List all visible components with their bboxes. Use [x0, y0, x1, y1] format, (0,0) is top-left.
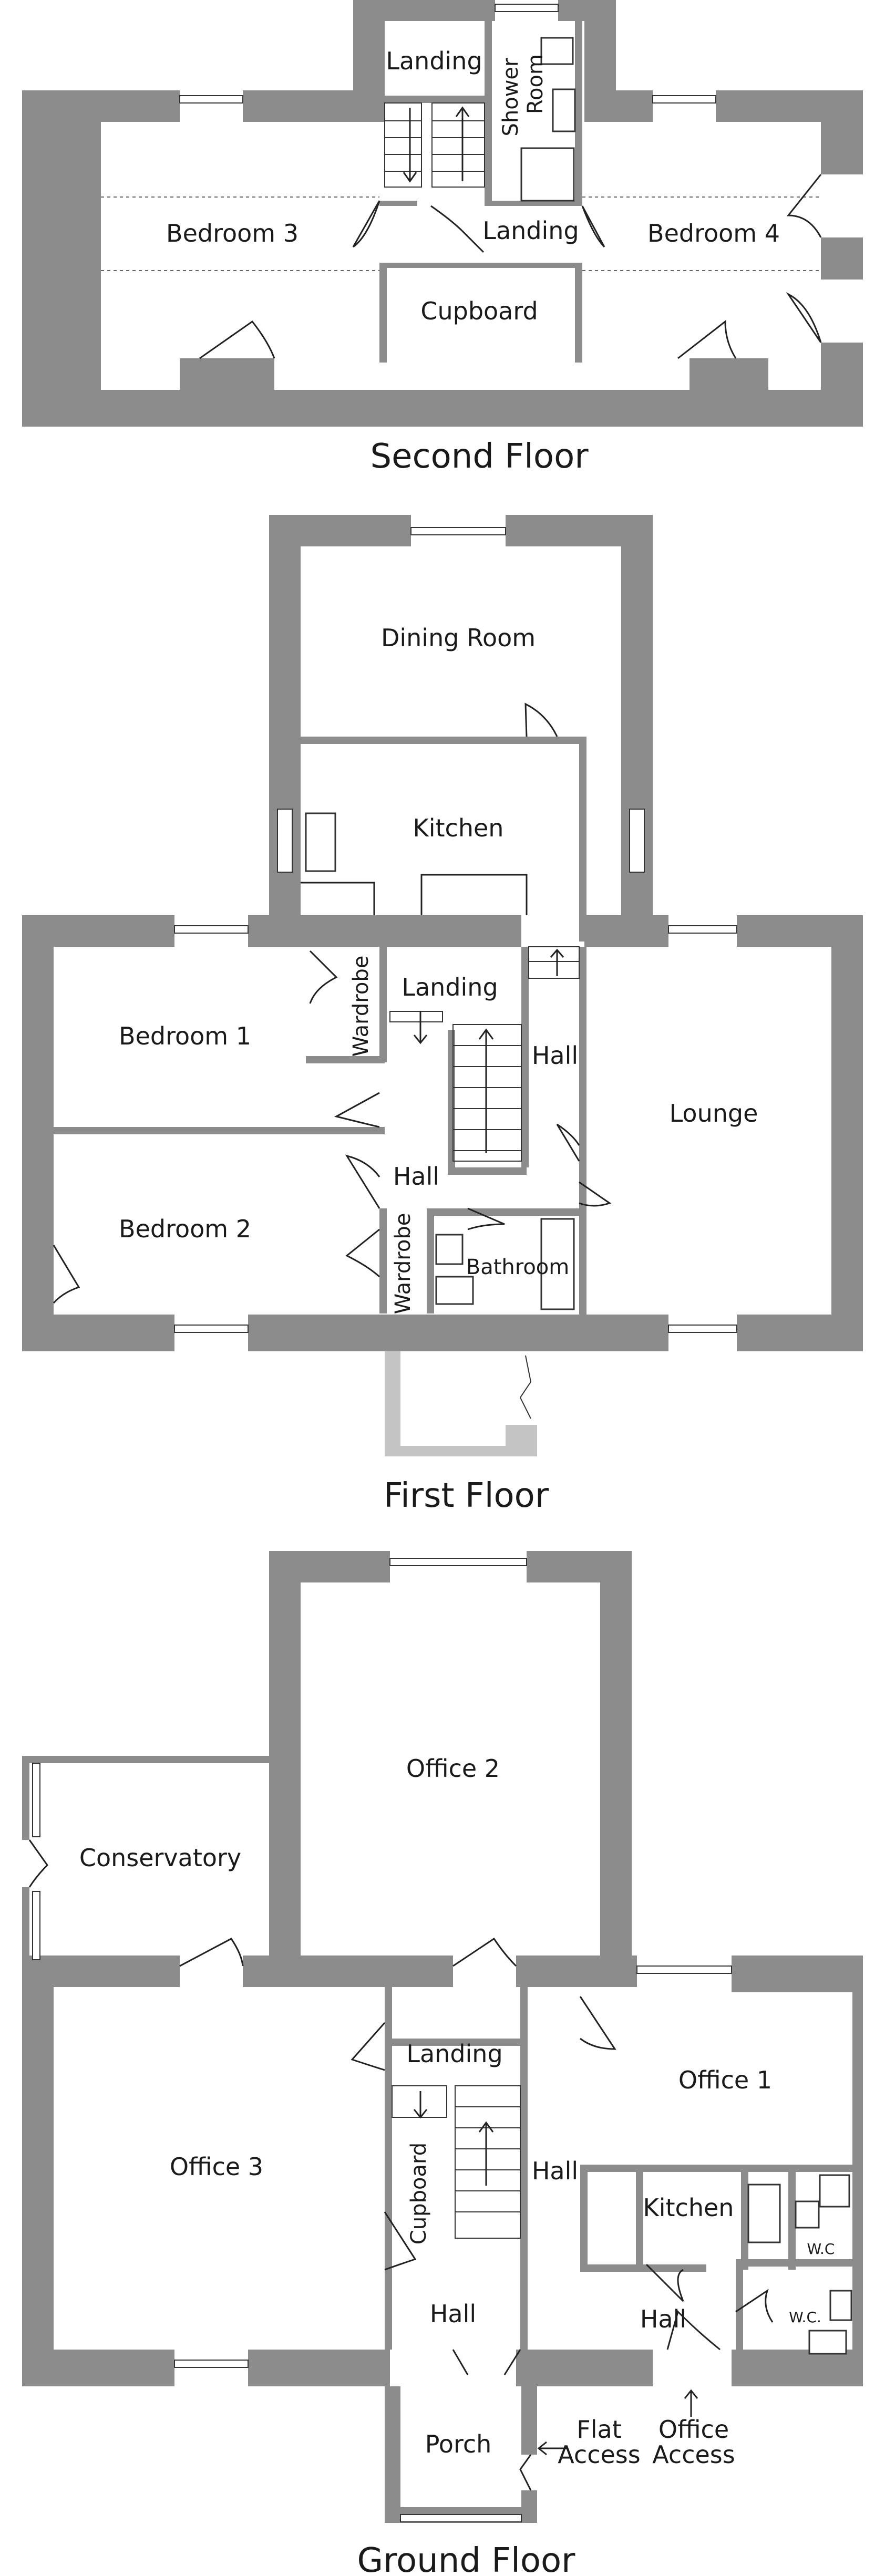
stairs [392, 2085, 521, 2239]
second-floor-walls [22, 0, 863, 427]
basin-fixture [435, 1234, 464, 1265]
room-label-conservatory: Conservatory [79, 1844, 241, 1872]
sink-fixture [747, 2184, 781, 2243]
window [400, 2514, 522, 2522]
room-label-hall-1: Hall [532, 2157, 578, 2185]
ground-floor-plan: Office 2 Conservatory Landing Office 1 O… [22, 1551, 863, 2576]
balcony-outline [385, 1351, 537, 1456]
room-label-shower-room: Shower [499, 58, 523, 137]
room-label-kitchen: Kitchen [413, 814, 504, 842]
room-label-shower-room: Room [523, 54, 548, 114]
room-label-bedroom-1: Bedroom 1 [119, 1022, 251, 1050]
room-label-bedroom-2: Bedroom 2 [119, 1215, 251, 1243]
room-label-hall-2: Hall [393, 1162, 439, 1191]
access-label-flat: Access [558, 2440, 640, 2469]
room-label-landing: Landing [406, 2040, 502, 2068]
floor-title-ground: Ground Floor [357, 2541, 576, 2576]
floor-title-first: First Floor [384, 1476, 549, 1515]
window [179, 95, 243, 104]
room-label-wc-1: W.C [807, 2240, 835, 2258]
room-label-landing: Landing [482, 216, 579, 245]
room-label-lounge: Lounge [670, 1099, 758, 1127]
room-label-dining-room: Dining Room [381, 624, 536, 652]
stairs [384, 102, 485, 188]
access-label-office: Access [652, 2440, 735, 2469]
window [174, 925, 249, 934]
window [174, 1325, 249, 1333]
room-label-porch: Porch [425, 2430, 492, 2458]
access-label-flat: Flat [577, 2415, 621, 2444]
room-label-cupboard: Cupboard [420, 297, 538, 325]
basin-fixture [552, 88, 576, 132]
room-label-bathroom: Bathroom [466, 1255, 569, 1279]
room-label-cupboard: Cupboard [407, 2143, 431, 2244]
ground-floor-walls [22, 1551, 863, 2523]
floor-title-second: Second Floor [370, 437, 589, 476]
sink-fixture [305, 812, 336, 872]
room-label-hall-2: Hall [430, 2300, 476, 2328]
first-floor-plan: Dining Room Kitchen Wardrobe Landing Bed… [22, 515, 863, 1515]
room-label-office-1: Office 1 [678, 2066, 772, 2094]
room-label-wardrobe-1: Wardrobe [349, 956, 373, 1057]
window [668, 1325, 737, 1333]
shower-tray-fixture [520, 147, 575, 202]
room-label-bedroom-4: Bedroom 4 [647, 219, 780, 247]
room-label-office-3: Office 3 [170, 2153, 263, 2181]
basin-fixture [829, 2290, 852, 2321]
room-label-hall-3: Hall [640, 2305, 686, 2333]
room-label-office-2: Office 2 [406, 1754, 500, 1783]
toilet-fixture [540, 37, 574, 65]
stairs [389, 946, 580, 1162]
bath-fixture [540, 1218, 575, 1310]
room-label-wc-2: W.C. [789, 2309, 821, 2326]
window [668, 925, 737, 934]
room-label-landing-top: Landing [386, 47, 482, 75]
room-label-wardrobe-2: Wardrobe [391, 1213, 415, 1315]
room-label-hall-1: Hall [532, 1041, 578, 1070]
flat-access-arrow-icon [537, 2441, 568, 2456]
window [389, 1558, 527, 1566]
toilet-fixture [808, 2330, 847, 2355]
room-label-bedroom-3: Bedroom 3 [166, 219, 299, 247]
window [495, 4, 559, 12]
toilet-fixture [435, 1276, 474, 1305]
room-label-kitchen: Kitchen [643, 2194, 734, 2222]
window [410, 527, 506, 535]
room-label-landing: Landing [402, 973, 498, 1001]
access-label-office: Office [658, 2415, 729, 2444]
office-access-arrow-icon [684, 2389, 698, 2417]
window [652, 95, 716, 104]
window [636, 1965, 732, 1974]
window [32, 1891, 40, 1960]
basin-fixture [795, 2200, 820, 2229]
window [32, 1763, 40, 1837]
toilet-fixture [819, 2174, 850, 2208]
window [174, 2360, 249, 2368]
second-floor-plan: Landing Shower Room Bedroom 3 Landing Be… [22, 0, 863, 476]
